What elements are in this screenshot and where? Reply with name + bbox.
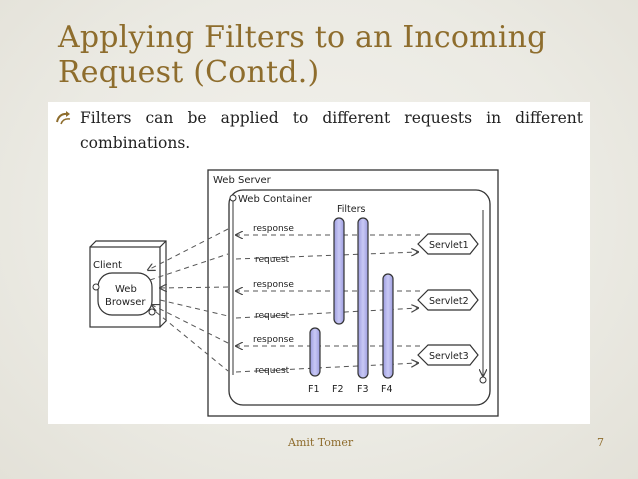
filter-f4-label: F4 <box>381 384 393 395</box>
browser-label-1: Web <box>115 284 137 295</box>
request-label-2: request <box>255 311 290 321</box>
filter-f2 <box>333 217 345 325</box>
container-exit-dot <box>479 376 487 384</box>
bullet-point: Filters can be applied to different requ… <box>55 106 583 156</box>
page-number: 7 <box>597 436 604 449</box>
servlet2-shape <box>417 289 479 311</box>
filter-f1 <box>309 327 321 377</box>
servlet1-label: Servlet1 <box>429 240 469 251</box>
web-browser-box <box>97 272 153 316</box>
servlet1-shape <box>417 233 479 255</box>
filter-f4 <box>382 273 394 379</box>
filter-f2-label: F2 <box>332 384 344 395</box>
web-server-label: Web Server <box>213 175 272 186</box>
footer-author: Amit Tomer <box>288 436 354 449</box>
filter-f3 <box>357 217 369 379</box>
servlet3-label: Servlet3 <box>429 351 469 362</box>
curved-arrow-icon <box>55 109 75 127</box>
filter-f3-label: F3 <box>357 384 369 395</box>
filter-f1-label: F1 <box>308 384 320 395</box>
servlet3-shape <box>417 344 479 366</box>
filters-label: Filters <box>337 204 366 215</box>
request-label-1: request <box>255 255 290 265</box>
servlet2-label: Servlet2 <box>429 296 469 307</box>
request-label-3: request <box>255 366 290 376</box>
slide-title: Applying Filters to an Incoming Request … <box>58 20 618 90</box>
response-label-1: response <box>253 224 294 234</box>
client-label: Client <box>93 260 122 271</box>
container-entry-dot <box>229 194 237 202</box>
web-container-label: Web Container <box>238 194 313 205</box>
title-line-2: Request (Contd.) <box>58 55 320 90</box>
response-label-2: response <box>253 280 294 290</box>
browser-label-2: Browser <box>105 297 146 308</box>
response-label-3: response <box>253 335 294 345</box>
title-line-1: Applying Filters to an Incoming <box>58 20 547 55</box>
bullet-text: Filters can be applied to different requ… <box>80 109 583 152</box>
